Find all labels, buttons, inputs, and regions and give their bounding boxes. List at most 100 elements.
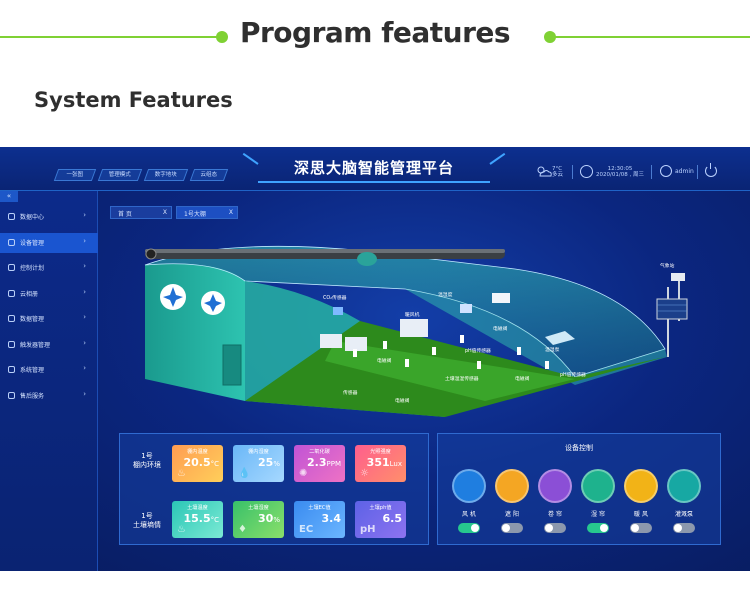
thermometer-icon: ♨	[177, 524, 186, 535]
toggle-knob	[631, 524, 639, 532]
valve-label: 电磁阀	[493, 327, 508, 332]
power-icon[interactable]	[705, 163, 717, 177]
device-label: 暖 风	[634, 511, 648, 518]
calendar-icon	[8, 264, 15, 271]
droplet-icon: 💧	[238, 468, 251, 479]
temp-hum-label: 温湿度	[438, 293, 453, 298]
folder-icon	[8, 315, 15, 322]
wet-curtain-icon	[581, 469, 615, 503]
greenhouse-scene: CO₂传感器 温湿度 暖风机 气象站 pH值传感器 电磁阀 土壤温湿传感器 温湿…	[105, 229, 745, 424]
device-toggle[interactable]	[544, 523, 566, 533]
toggle-knob	[502, 524, 510, 532]
fan-unit-label: 暖风机	[405, 313, 420, 318]
cloud-sun-icon	[537, 166, 552, 177]
tile-value: 15.5°C	[183, 512, 219, 525]
chevron-right-icon: ›	[83, 236, 86, 245]
device-toggle[interactable]	[630, 523, 652, 533]
device-label: 湿 帘	[591, 511, 605, 518]
nav-tab-mode[interactable]: 管理模式	[97, 169, 143, 181]
sidebar-item[interactable]: 触发器管理›	[0, 335, 98, 355]
clock-icon	[580, 165, 593, 178]
tile-value: 25%	[258, 456, 280, 469]
sidebar-item-label: 控制计划	[20, 265, 45, 272]
device-toggle[interactable]	[673, 523, 695, 533]
device-label: 灌溉泵	[674, 511, 693, 518]
time-readout: 12:30:05 2020/01/08 , 周三	[596, 166, 644, 178]
close-icon[interactable]: X	[228, 209, 233, 216]
valve-label: 电磁阀	[515, 377, 530, 382]
chevron-right-icon: ›	[83, 211, 86, 219]
tile-value: 3.4	[321, 512, 342, 525]
sidebar-item[interactable]: 设备管理 ›	[0, 232, 98, 253]
sidebar-item-label: 触发器管理	[20, 341, 51, 349]
sidebar: « 数据中心›设备管理›控制计划›云相册›数据管理›触发器管理›系统管理›售后服…	[0, 191, 98, 571]
tile-title: 土壤EC值	[308, 505, 331, 511]
valve-label: 电磁阀	[395, 399, 410, 404]
greenhouse-illustration	[144, 245, 688, 417]
separator	[697, 165, 698, 179]
co2-sensor-label: CO₂传感器	[323, 296, 347, 301]
soil-environment-label: 1号土壤墒情	[133, 512, 161, 529]
tab-home[interactable]: 首 页 X	[110, 206, 172, 219]
toggle-knob	[471, 524, 479, 532]
sidebar-item-label: 云相册	[20, 290, 39, 298]
droplet-icon: ♦	[238, 524, 247, 535]
banner-divider-right	[548, 36, 750, 38]
app-title: 深思大脑智能管理平台	[293, 159, 454, 177]
tile-title: 光照强度	[370, 449, 391, 455]
service-icon	[8, 391, 15, 399]
section-title: System Features	[34, 88, 233, 112]
chevron-right-icon: ›	[83, 389, 86, 398]
sunshade-icon	[495, 469, 529, 503]
sidebar-item-label: 售后服务	[20, 392, 45, 400]
username[interactable]: admin	[675, 168, 694, 175]
toggle-knob	[600, 524, 608, 532]
thermometer-icon: ♨	[177, 468, 186, 479]
sidebar-item[interactable]: 数据管理›	[0, 309, 98, 329]
sidebar-item[interactable]: 系统管理›	[0, 360, 98, 380]
user-icon[interactable]	[660, 165, 672, 177]
device-toggle[interactable]	[501, 523, 523, 533]
device-toggle[interactable]	[587, 523, 609, 533]
chevron-right-icon: ›	[83, 262, 86, 270]
tile-value: 6.5	[382, 512, 403, 525]
device-control-title: 设备控制	[565, 444, 593, 452]
nav-tab-plots[interactable]: 数字地块	[143, 169, 189, 181]
curtain-icon	[538, 469, 572, 503]
sensor-label: 传感器	[343, 391, 358, 396]
sun-icon: ☼	[360, 468, 369, 479]
tab-greenhouse-1[interactable]: 1号大棚 X	[176, 206, 238, 219]
banner-title: Program features	[239, 16, 511, 49]
device-toggle[interactable]	[458, 523, 480, 533]
toggle-knob	[674, 524, 682, 532]
fan-icon	[201, 291, 225, 315]
sidebar-item-label: 设备管理	[20, 239, 45, 247]
sidebar-item[interactable]: 控制计划 ›	[0, 258, 98, 278]
collapse-button[interactable]: «	[0, 191, 18, 202]
sidebar-item[interactable]: 售后服务 ›	[0, 386, 98, 406]
device-label: 遮 阳	[505, 511, 519, 518]
nav-tab-map[interactable]: 一张图	[53, 169, 97, 181]
pump-icon	[667, 469, 701, 503]
dashboard: 一张图 管理模式 数字地块 云组态 深思大脑智能管理平台 7°C 多云 12:3…	[0, 147, 750, 571]
tile-title: 二氧化碳	[309, 449, 330, 455]
sidebar-item[interactable]: 数据中心 ›	[0, 207, 98, 227]
banner-divider-left	[0, 36, 220, 38]
fan-icon	[160, 284, 186, 310]
close-icon[interactable]: X	[162, 209, 167, 216]
tile-value: 20.5°C	[183, 456, 219, 469]
tile-title: 土壤湿度	[248, 505, 269, 511]
nav-tab-config[interactable]: 云组态	[189, 169, 229, 181]
title-frame	[258, 151, 490, 183]
sidebar-item-label: 系统管理	[20, 367, 45, 374]
sidebar-item-label: 数据中心	[20, 214, 45, 221]
sidebar-item[interactable]: 云相册›	[0, 284, 98, 304]
tile-title: 土壤温度	[187, 505, 208, 511]
device-label: 风 机	[462, 511, 476, 518]
grid-icon	[8, 289, 15, 297]
